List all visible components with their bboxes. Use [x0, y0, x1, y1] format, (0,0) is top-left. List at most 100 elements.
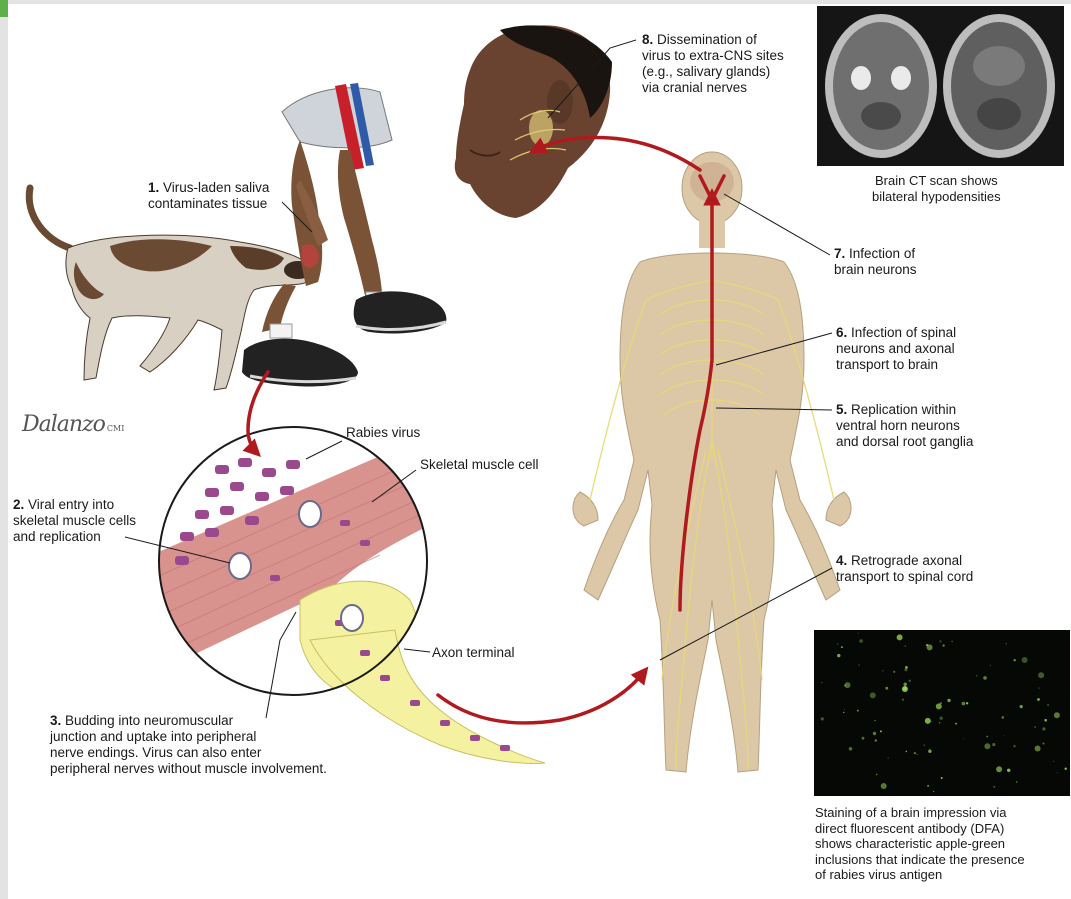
fluorescent-inclusion — [940, 717, 943, 720]
fluorescent-inclusion — [862, 737, 865, 740]
fluorescent-inclusion — [939, 722, 940, 723]
step-4-line-1: Retrograde axonal — [851, 553, 962, 568]
fluorescent-inclusion — [1053, 761, 1054, 762]
step-3-line-4: peripheral nerves without muscle involve… — [50, 761, 327, 776]
ct-caption: Brain CT scan shows bilateral hypodensit… — [872, 173, 1001, 204]
fluorescent-inclusion — [942, 644, 944, 646]
fluorescent-inclusion — [927, 785, 929, 787]
step-8-label: 8. Dissemination of virus to extra-CNS s… — [642, 32, 784, 96]
step-1-line-1: Virus-laden saliva — [163, 180, 269, 195]
fluorescent-inclusion — [1035, 726, 1036, 727]
fluorescent-inclusion — [821, 717, 824, 720]
fluorescent-inclusion — [1014, 659, 1016, 661]
step-1-label: 1. Virus-laden saliva contaminates tissu… — [148, 180, 269, 212]
dfa-caption-line-2: direct fluorescent antibody (DFA) — [815, 821, 1004, 836]
fluorescent-inclusion — [904, 683, 907, 686]
brain-ct-image — [817, 6, 1064, 166]
step-2-line-2: skeletal muscle cells — [13, 513, 136, 528]
fluorescent-inclusion — [876, 774, 877, 775]
step-3-line-2: junction and uptake into peripheral — [50, 729, 256, 744]
fluorescent-inclusion — [986, 736, 988, 738]
fluorescent-inclusion — [939, 640, 941, 642]
fluorescent-inclusion — [1038, 672, 1044, 678]
fluorescent-inclusion — [990, 665, 991, 666]
fluorescent-inclusion — [882, 670, 883, 671]
step-8-line-1: Dissemination of — [657, 32, 757, 47]
ct-caption-line-2: bilateral hypodensities — [872, 189, 1001, 204]
step-8-number: 8. — [642, 32, 653, 47]
fluorescent-inclusion — [1013, 745, 1015, 747]
step-8-line-3: (e.g., salivary glands) — [642, 64, 770, 79]
step-1-number: 1. — [148, 180, 159, 195]
fluorescent-inclusion — [1043, 743, 1045, 745]
fluorescent-inclusion — [1003, 735, 1004, 736]
fluorescent-inclusion — [837, 654, 840, 657]
fluorescent-inclusion — [1022, 657, 1028, 663]
fluorescent-inclusion — [902, 699, 904, 701]
step-2-label: 2. Viral entry into skeletal muscle cell… — [13, 497, 136, 545]
step-5-line-1: Replication within — [851, 402, 956, 417]
fluorescent-inclusion — [1057, 773, 1058, 774]
fluorescent-inclusion — [904, 668, 907, 671]
fluorescent-inclusion — [841, 646, 843, 648]
fluorescent-inclusion — [905, 646, 906, 647]
fluorescent-inclusion — [875, 720, 876, 721]
fluorescent-inclusion — [966, 702, 968, 704]
fluorescent-inclusion — [996, 766, 1002, 772]
fluorescent-inclusion — [929, 749, 930, 750]
fluorescent-inclusion — [955, 723, 957, 725]
fluorescent-inclusion — [880, 730, 882, 732]
rabies-virus-label: Rabies virus — [346, 425, 420, 441]
step-8-line-4: via cranial nerves — [642, 80, 747, 95]
fluorescent-inclusion — [904, 687, 907, 690]
step-7-number: 7. — [834, 246, 845, 261]
dfa-fluorescence-image — [814, 630, 1070, 796]
step-5-line-3: and dorsal root ganglia — [836, 434, 973, 449]
fluorescent-inclusion — [983, 676, 987, 680]
dfa-caption-line-5: of rabies virus antigen — [815, 867, 942, 882]
fluorescent-inclusion — [875, 739, 877, 741]
fluorescent-inclusion — [914, 752, 916, 754]
fluorescent-inclusion — [1002, 716, 1005, 719]
step-6-line-1: Infection of spinal — [851, 325, 956, 340]
leader-axon-terminal — [404, 649, 430, 652]
fluorescent-inclusion — [993, 786, 995, 788]
dfa-caption-line-4: inclusions that indicate the presence — [815, 852, 1025, 867]
step-2-number: 2. — [13, 497, 24, 512]
dfa-caption: Staining of a brain impression via direc… — [815, 805, 1025, 883]
fluorescent-inclusion — [1007, 769, 1010, 772]
step-6-line-3: transport to brain — [836, 357, 938, 372]
fluorescent-inclusion — [963, 738, 964, 739]
fluorescent-inclusion — [906, 751, 908, 753]
fluorescent-inclusion — [947, 699, 950, 702]
step-1-line-2: contaminates tissue — [148, 196, 267, 211]
step-6-number: 6. — [836, 325, 847, 340]
step-4-number: 4. — [836, 553, 847, 568]
fluorescent-inclusion — [873, 732, 876, 735]
step-4-line-2: transport to spinal cord — [836, 569, 973, 584]
dfa-caption-line-1: Staining of a brain impression via — [815, 805, 1007, 820]
step-2-line-1: Viral entry into — [28, 497, 114, 512]
step-6-line-2: neurons and axonal — [836, 341, 955, 356]
fluorescent-inclusion — [992, 743, 995, 746]
signature-text: Dalanzo — [22, 412, 105, 437]
step-7-label: 7. Infection of brain neurons — [834, 246, 917, 278]
fluorescent-inclusion — [1047, 704, 1049, 706]
arrow-axon-to-nerve — [438, 672, 644, 723]
victim-legs-illustration — [242, 83, 446, 386]
fluorescent-inclusion — [881, 783, 887, 789]
fluorescent-inclusion — [1065, 768, 1067, 770]
step-4-label: 4. Retrograde axonal transport to spinal… — [836, 553, 973, 585]
fluorescent-inclusion — [897, 634, 903, 640]
fluorescent-inclusion — [926, 644, 928, 646]
fluorescent-inclusion — [849, 747, 853, 751]
fluorescent-inclusion — [885, 687, 888, 690]
step-5-label: 5. Replication within ventral horn neuro… — [836, 402, 973, 450]
fluorescent-inclusion — [909, 680, 911, 682]
fluorescent-inclusion — [1020, 705, 1023, 708]
leader-7 — [724, 194, 830, 255]
fluorescent-inclusion — [924, 745, 925, 746]
fluorescent-inclusion — [984, 743, 990, 749]
step-7-line-2: brain neurons — [834, 262, 917, 277]
